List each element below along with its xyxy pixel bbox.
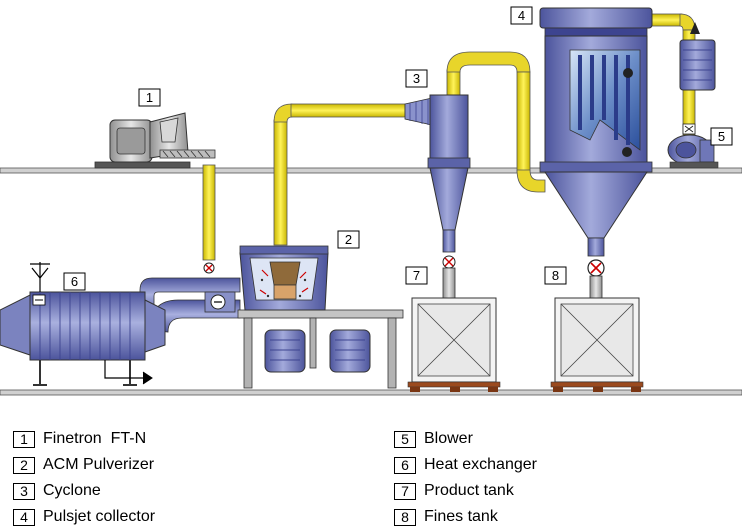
legend-label: Heat exchanger [424, 456, 537, 473]
legend-item-acm-pulverizer: 2 ACM Pulverizer [13, 455, 154, 475]
yellow-duct-feeder [202, 164, 216, 261]
svg-text:5: 5 [718, 129, 725, 144]
legend-number: 5 [394, 430, 416, 448]
legend-item-blower: 5 Blower [394, 429, 473, 449]
callout-8: 8 [544, 266, 567, 285]
legend-item-fines-tank: 8 Fines tank [394, 507, 498, 527]
process-diagram: 1 2 3 4 5 6 7 8 [0, 6, 742, 396]
cyclone [404, 94, 471, 299]
legend-label: ACM Pulverizer [43, 456, 155, 473]
legend-label: Product tank [424, 482, 514, 499]
legend: 1 Finetron FT-N 2 ACM Pulverizer 3 Cyclo… [0, 400, 742, 531]
legend-number: 6 [394, 456, 416, 474]
callout-5: 5 [710, 127, 733, 146]
svg-text:8: 8 [552, 268, 559, 283]
svg-text:4: 4 [518, 8, 525, 23]
acm-pulverizer [237, 245, 404, 389]
upper-floor [0, 167, 742, 174]
ground-floor [0, 389, 742, 396]
legend-label: Finetron FT-N [43, 430, 147, 447]
legend-label: Pulsjet collector [43, 508, 156, 525]
legend-label: Cyclone [43, 482, 101, 499]
svg-text:6: 6 [71, 274, 78, 289]
legend-item-finetron: 1 Finetron FT-N [13, 429, 146, 449]
callout-4: 4 [510, 6, 533, 25]
legend-item-cyclone: 3 Cyclone [13, 481, 101, 501]
legend-label: Fines tank [424, 508, 498, 525]
fines-tank [550, 297, 644, 392]
valve-icon [203, 262, 215, 274]
callout-6: 6 [63, 272, 86, 291]
callout-1: 1 [138, 88, 161, 107]
legend-number: 1 [13, 430, 35, 448]
legend-label: Blower [424, 430, 473, 447]
blower [667, 22, 719, 169]
legend-number: 8 [394, 508, 416, 526]
yellow-duct-pulverizer-to-cyclone [273, 103, 406, 246]
product-tank [407, 297, 501, 392]
svg-text:1: 1 [146, 90, 153, 105]
callout-2: 2 [337, 230, 360, 249]
legend-number: 3 [13, 482, 35, 500]
pulsjet-collector [539, 7, 653, 299]
svg-text:7: 7 [413, 268, 420, 283]
legend-item-product-tank: 7 Product tank [394, 481, 514, 501]
finetron-feeder [94, 112, 216, 169]
legend-number: 2 [13, 456, 35, 474]
svg-text:2: 2 [345, 232, 352, 247]
legend-number: 4 [13, 508, 35, 526]
callout-7: 7 [405, 266, 428, 285]
heat-exchanger [0, 262, 166, 386]
callout-3: 3 [405, 69, 428, 88]
legend-item-heat-exchanger: 6 Heat exchanger [394, 455, 537, 475]
legend-number: 7 [394, 482, 416, 500]
svg-text:3: 3 [413, 71, 420, 86]
legend-item-pulsjet-collector: 4 Pulsjet collector [13, 507, 155, 527]
